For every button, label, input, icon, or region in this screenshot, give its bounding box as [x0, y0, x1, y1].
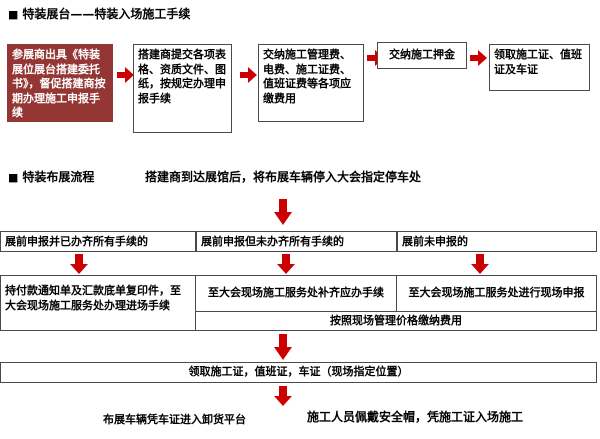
flow-arrow-right-icon	[470, 50, 487, 66]
fee-note-cell: 按照现场管理价格缴纳费用	[196, 312, 597, 331]
step-collect-permits-box: 领取施工证、值班证及车证	[489, 44, 590, 91]
section-setup-title: ■特装布展流程	[8, 168, 94, 185]
footer-left-label: 布展车辆凭车证进入卸货平台	[103, 413, 246, 426]
square-bullet-icon: ■	[8, 171, 19, 184]
section-setup-subtitle: 搭建商到达展馆后，将布展车辆停入大会指定停车处	[145, 170, 422, 184]
branch-condition-cell: 展前申报并已办齐所有手续的	[0, 231, 196, 252]
branch-action-cell: 持付款通知单及汇款底单复印件，至大会现场施工服务处办理进场手续	[0, 275, 196, 331]
footer-right-label: 施工人员佩戴安全帽，凭施工证入场施工	[307, 410, 524, 424]
pickup-permits-box: 领取施工证，值班证，车证（现场指定位置）	[0, 362, 597, 383]
flow-arrow-down-icon	[70, 254, 88, 274]
flow-arrow-down-icon	[274, 386, 292, 406]
step-commission-box: 参展商出具《特装展位展台搭建委托书》，督促搭建商按期办理施工申报手续	[7, 44, 113, 122]
section-setup-title-text: 特装布展流程	[22, 170, 95, 184]
flow-arrow-down-icon	[274, 199, 292, 225]
square-bullet-icon: ■	[8, 8, 19, 21]
flow-arrow-down-icon	[277, 254, 295, 274]
flow-arrow-right-icon	[117, 67, 134, 83]
branch-action-cell: 至大会现场施工服务处补齐应办手续	[196, 275, 397, 312]
flow-arrow-down-icon	[471, 254, 489, 274]
step-deposit-box: 交纳施工押金	[377, 42, 467, 69]
flow-arrow-down-icon	[274, 334, 292, 360]
branch-action-cell: 至大会现场施工服务处进行现场申报	[397, 275, 597, 312]
step-pay-fees-box: 交纳施工管理费、电费、施工证费、值班证费等各项应缴费用	[258, 44, 364, 122]
section-entry-title: ■特装展台——特装入场施工手续	[8, 5, 190, 22]
step-submit-documents-box: 搭建商提交各项表格、资质文件、图纸，按规定办理申报手续	[133, 44, 232, 133]
branch-condition-cell: 展前申报但未办齐所有手续的	[196, 231, 397, 252]
flow-arrow-right-icon	[240, 67, 257, 83]
branch-condition-cell: 展前未申报的	[397, 231, 597, 252]
section-entry-title-text: 特装展台——特装入场施工手续	[22, 7, 191, 21]
